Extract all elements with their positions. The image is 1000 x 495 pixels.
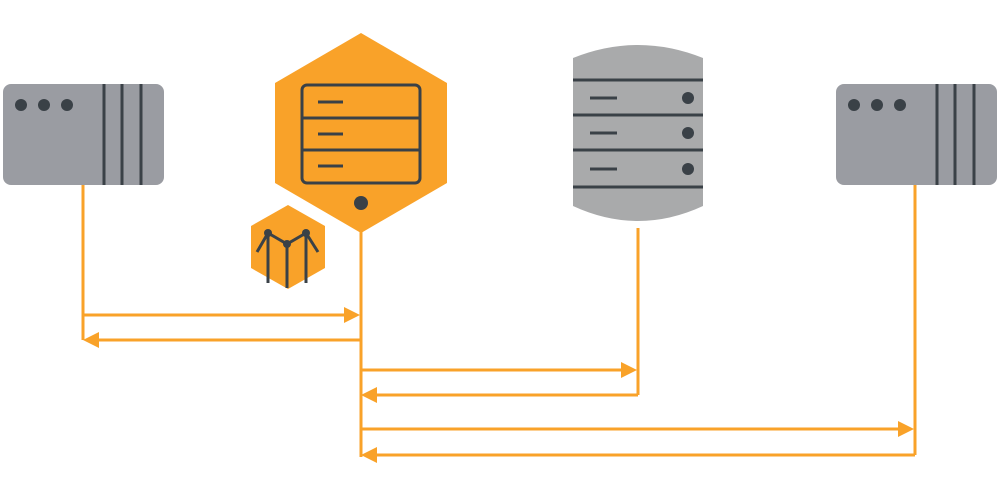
server-rack-hex-icon: [275, 33, 447, 233]
arrows: [83, 307, 915, 463]
arrow-database-to-server: [361, 387, 638, 403]
lifelines: [81, 184, 917, 457]
arrow-client-left-to-server: [83, 307, 360, 323]
monitoring-chart-hex-icon: [251, 205, 325, 289]
client-window-icon: [3, 84, 164, 185]
arrow-server-to-database: [361, 362, 637, 378]
database-cylinder-icon: [573, 45, 703, 221]
arrow-client-right-to-server: [361, 447, 915, 463]
arrow-server-to-client-left: [83, 332, 361, 348]
client-window-icon: [836, 84, 997, 185]
arrow-server-to-client-right: [361, 421, 914, 437]
